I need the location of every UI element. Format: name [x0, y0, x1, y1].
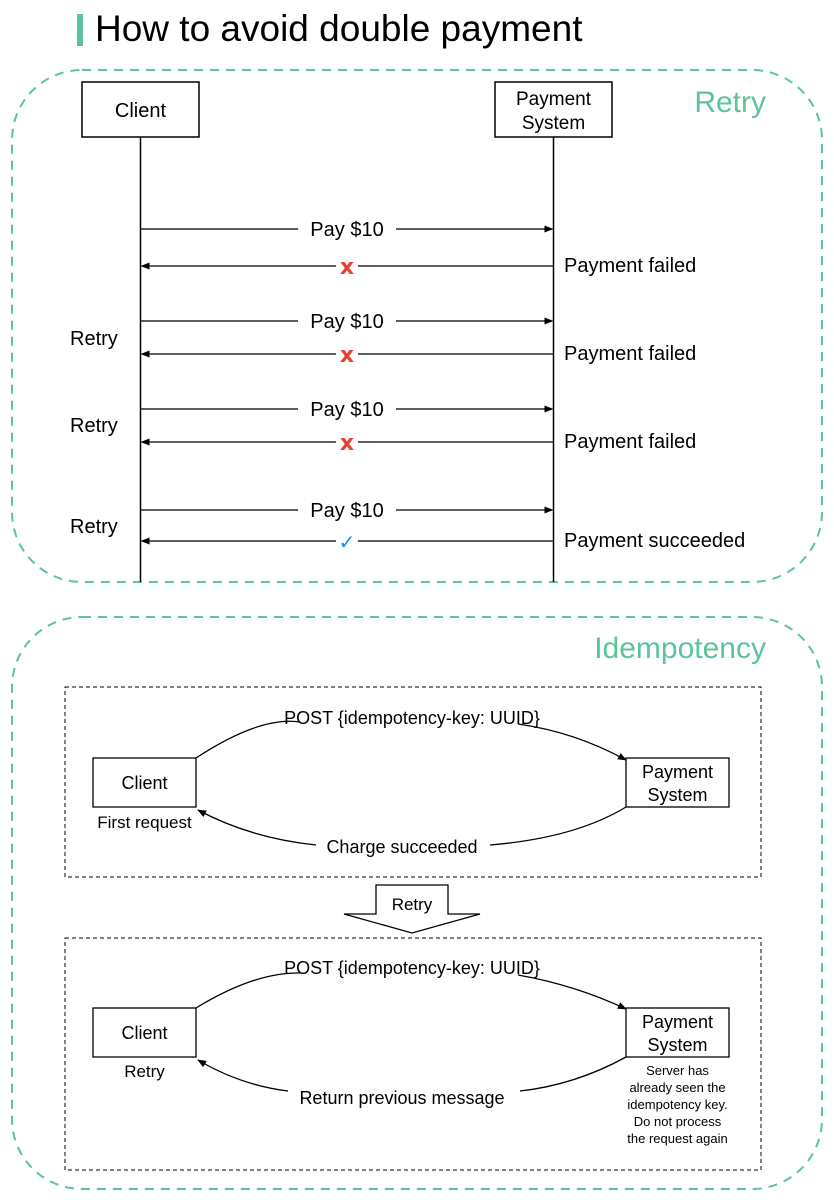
result-icon-bg [336, 531, 358, 551]
cross-icon: x [340, 431, 354, 456]
result-icon-bg [336, 432, 358, 452]
first-client-note: First request [97, 813, 192, 832]
idempotency-section-label: Idempotency [594, 632, 766, 665]
first-client-box [92, 757, 197, 808]
first-payment-label-line1: Payment [642, 762, 713, 782]
result-icon-bg [336, 344, 358, 364]
server-note-line: idempotency key. [627, 1097, 727, 1112]
title-accent-bar [77, 14, 83, 46]
page-title: How to avoid double payment [95, 8, 583, 49]
first-request-arrow [195, 720, 301, 759]
first-response-arrow-head [197, 809, 317, 846]
response-label: Payment failed [564, 431, 696, 453]
response-label: Payment failed [564, 343, 696, 365]
retry-payment-label-line1: Payment [642, 1012, 713, 1032]
retry-client-label: Client [115, 100, 167, 122]
first-payment-label-line2: System [647, 785, 707, 805]
retry-side-label: Retry [70, 415, 118, 437]
first-request-panel: POST {idempotency-key: UUID} Client Firs… [64, 686, 762, 878]
retry-payment-label-line2: System [522, 113, 585, 134]
retry-request-arrow [195, 972, 301, 1009]
retry-response-message: Return previous message [299, 1088, 504, 1108]
first-response-message: Charge succeeded [326, 837, 477, 857]
retry-section-frame [11, 69, 823, 583]
retry-request-message: POST {idempotency-key: UUID} [284, 958, 540, 978]
retry-transition-arrow: Retry [343, 884, 481, 934]
check-icon: ✓ [339, 530, 356, 554]
server-note-line: Do not process [634, 1114, 722, 1129]
response-label: Payment succeeded [564, 530, 745, 552]
retry-response-arrow [519, 1056, 627, 1092]
server-note-line: Server has [646, 1063, 709, 1078]
first-response-arrow [489, 806, 627, 846]
request-label: Pay $10 [310, 500, 383, 522]
retry-transition-label: Retry [392, 895, 433, 914]
first-request-message: POST {idempotency-key: UUID} [284, 708, 540, 728]
retry-side-label: Retry [70, 516, 118, 538]
retry-payment-actor: Payment System [494, 81, 613, 138]
server-note-line: already seen the [629, 1080, 725, 1095]
retry-payment-label-line1: Payment [516, 89, 592, 110]
retry-request-panel: POST {idempotency-key: UUID} Client Retr… [64, 937, 762, 1171]
retry-payment-box [625, 1007, 730, 1058]
cross-icon: x [340, 255, 354, 280]
retry-client-note: Retry [124, 1062, 165, 1081]
first-payment-box [625, 757, 730, 808]
result-icon-bg [336, 256, 358, 276]
retry-client-actor: Client [81, 81, 200, 138]
first-request-arrow-head [517, 723, 627, 761]
retry-request-arrow-head [517, 974, 627, 1010]
request-label: Pay $10 [310, 399, 383, 421]
retry-response-arrow-head [197, 1059, 289, 1092]
idempotency-section-frame [11, 616, 823, 1190]
retry-section-label: Retry [694, 86, 766, 119]
response-label: Payment failed [564, 255, 696, 277]
retry-client-box [92, 1007, 197, 1058]
request-label: Pay $10 [310, 311, 383, 333]
retry-side-label: Retry [70, 328, 118, 350]
server-note: Server has already seen the idempotency … [627, 1063, 727, 1146]
server-note-line: the request again [627, 1131, 727, 1146]
retry-client-label-2: Client [121, 1023, 167, 1043]
retry-payment-label-line2: System [647, 1035, 707, 1055]
first-client-label: Client [121, 773, 167, 793]
cross-icon: x [340, 343, 354, 368]
request-label: Pay $10 [310, 219, 383, 241]
